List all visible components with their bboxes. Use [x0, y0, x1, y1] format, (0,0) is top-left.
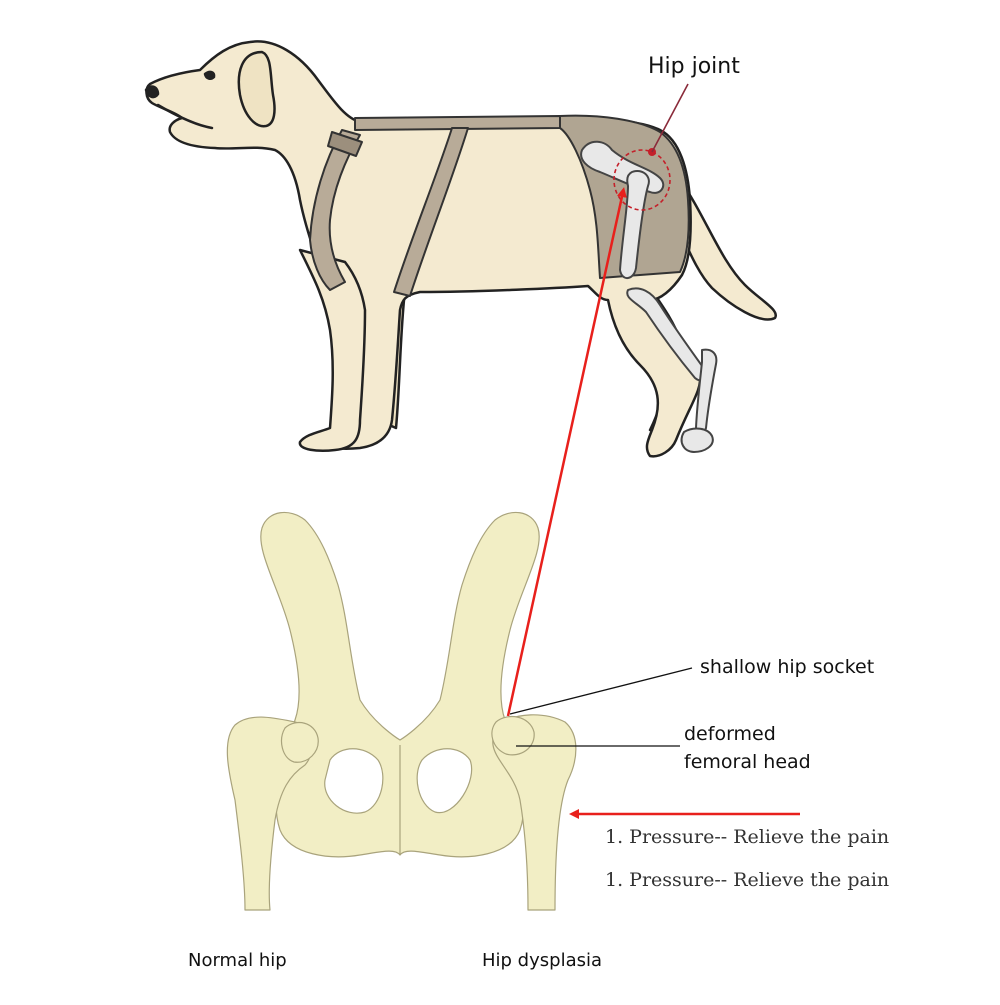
femur-right: [492, 714, 577, 911]
pelvis-illustration: [226, 511, 577, 911]
deformed-femoral-head-label: deformed femoral head: [684, 720, 811, 776]
metatarsal-bone: [695, 348, 718, 435]
shallow-hip-socket-label: shallow hip socket: [700, 656, 875, 678]
hip-joint-indicator: [613, 83, 689, 211]
femur-bone: [619, 170, 650, 279]
shallow-socket-leader: [509, 667, 693, 715]
near-front-leg: [298, 248, 367, 452]
femoral-head-left: [281, 721, 319, 763]
harness-buckle: [327, 131, 363, 157]
deformed-label-line2: femoral head: [684, 751, 811, 773]
paw-bones: [680, 427, 714, 453]
hip-dysplasia-caption: Hip dysplasia: [482, 950, 603, 971]
harness-chest-strap: [309, 129, 361, 291]
red-arrow-up: [506, 187, 627, 717]
hip-joint-leader: [651, 83, 689, 153]
pressure-note-1: 1. Pressure-- Relieve the pain: [605, 826, 890, 848]
tail: [670, 178, 777, 321]
deformed-label-line1: deformed: [684, 723, 776, 745]
hip-joint-label: Hip joint: [648, 54, 740, 79]
hip-joint-circle: [613, 149, 671, 211]
obturator-right: [416, 748, 473, 814]
dog-mouth: [156, 103, 214, 130]
pressure-note-2: 1. Pressure-- Relieve the pain: [605, 869, 890, 891]
dog-nose: [144, 85, 160, 99]
obturator-left: [324, 748, 384, 814]
harness-belly-strap: [393, 127, 469, 297]
dog-eye: [203, 70, 216, 80]
femur-left: [226, 716, 313, 911]
femoral-head-right: [491, 715, 535, 756]
normal-hip-caption: Normal hip: [188, 950, 287, 971]
leg-bones: [580, 140, 718, 453]
dog-ear: [237, 50, 276, 128]
